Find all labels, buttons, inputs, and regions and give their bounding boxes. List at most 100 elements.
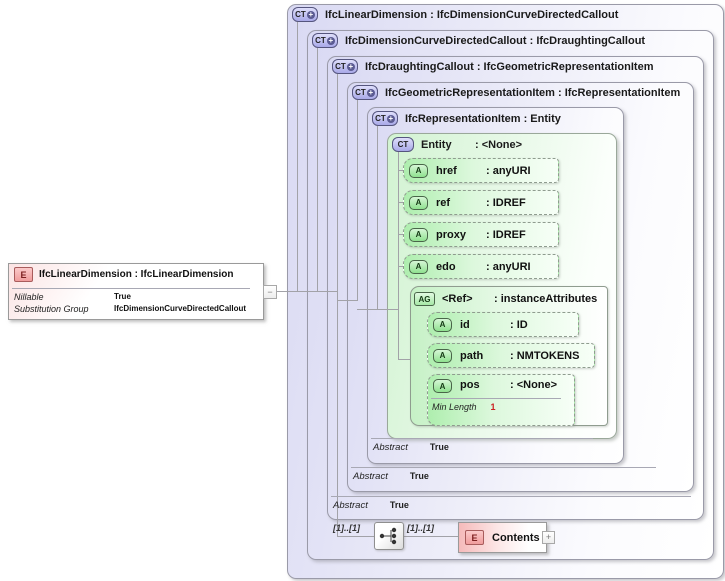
connector-line bbox=[402, 536, 458, 537]
complex-type-icon-label: CT bbox=[397, 140, 409, 149]
element-divider bbox=[12, 288, 250, 289]
attribute-href[interactable]: A href : anyURI bbox=[403, 158, 559, 183]
complex-type-icon[interactable]: CT bbox=[392, 137, 414, 152]
cardinality-label: [1]..[1] bbox=[407, 523, 434, 533]
entity-type: : <None> bbox=[475, 138, 523, 151]
attribute-edo[interactable]: A edo : anyURI bbox=[403, 254, 559, 279]
attribute-pos[interactable]: A pos : <None> bbox=[427, 374, 575, 426]
substitution-group-value: IfcDimensionCurveDirectedCallout bbox=[114, 304, 247, 313]
complex-type-icon[interactable]: CT+ bbox=[312, 33, 338, 48]
attribute-type: : <None> bbox=[510, 379, 558, 391]
connector-line bbox=[357, 309, 378, 310]
ct-header-IfcGeometricRepresentationItem[interactable]: CT+ IfcGeometricRepresentationItem : Ifc… bbox=[352, 85, 680, 100]
complex-type-icon-label: CT bbox=[375, 114, 386, 123]
abstract-label: Abstract bbox=[353, 471, 388, 482]
abstract-divider bbox=[371, 438, 593, 439]
abstract-divider bbox=[331, 496, 691, 497]
attribute-name: proxy bbox=[436, 228, 466, 241]
attribute-id[interactable]: A id : ID bbox=[427, 312, 579, 337]
attribute-ref[interactable]: A ref : IDREF bbox=[403, 190, 559, 215]
abstract-row-IfcRepresentationItem: Abstract True bbox=[373, 442, 449, 453]
attribute-icon: A bbox=[433, 379, 452, 393]
attribute-name: pos bbox=[460, 379, 480, 391]
element-name: Contents bbox=[492, 531, 540, 544]
connector-line bbox=[398, 202, 404, 203]
attribute-type: : NMTOKENS bbox=[510, 349, 580, 362]
nillable-row: Nillable True bbox=[14, 292, 131, 302]
facet-value: 1 bbox=[490, 402, 496, 412]
attribute-type: : ID bbox=[510, 318, 528, 331]
ct-header-IfcDraughtingCallout[interactable]: CT+ IfcDraughtingCallout : IfcGeometricR… bbox=[332, 59, 653, 74]
connector-line bbox=[337, 536, 374, 537]
facet-row: Min Length 1 bbox=[432, 402, 496, 412]
attribute-path[interactable]: A path : NMTOKENS bbox=[427, 343, 595, 368]
complex-type-icon-label: CT bbox=[355, 88, 366, 97]
sequence-icon bbox=[379, 527, 397, 545]
nillable-value: True bbox=[114, 292, 131, 301]
expand-plus-icon[interactable]: + bbox=[326, 35, 335, 45]
ct-header-IfcDimensionCurveDirectedCallout[interactable]: CT+ IfcDimensionCurveDirectedCallout : I… bbox=[312, 33, 645, 48]
element-title: IfcLinearDimension : IfcLinearDimension bbox=[39, 269, 234, 280]
ct-title: IfcGeometricRepresentationItem : IfcRepr… bbox=[385, 86, 681, 99]
attribute-proxy[interactable]: A proxy : IDREF bbox=[403, 222, 559, 247]
complex-type-icon[interactable]: CT+ bbox=[352, 85, 378, 100]
attribute-icon: A bbox=[409, 227, 428, 242]
expand-plus-icon[interactable]: + bbox=[366, 87, 375, 97]
facet-label: Min Length bbox=[432, 402, 477, 412]
element-title-row[interactable]: E IfcLinearDimension : IfcLinearDimensio… bbox=[14, 267, 233, 282]
complex-type-icon[interactable]: CT+ bbox=[292, 7, 318, 22]
connector-line bbox=[262, 291, 337, 292]
attribute-type: : IDREF bbox=[486, 228, 526, 241]
connector-line bbox=[398, 170, 404, 171]
expand-toggle[interactable]: + bbox=[542, 531, 555, 544]
connector-line bbox=[398, 152, 399, 360]
cardinality-label: [1]..[1] bbox=[333, 523, 360, 533]
abstract-value: True bbox=[409, 471, 429, 481]
complex-type-icon-label: CT bbox=[295, 10, 306, 19]
ct-header-IfcLinearDimension[interactable]: CT+ IfcLinearDimension : IfcDimensionCur… bbox=[292, 7, 618, 22]
ct-title: IfcDimensionCurveDirectedCallout : IfcDr… bbox=[345, 34, 646, 47]
element-icon: E bbox=[465, 530, 484, 545]
ct-title: IfcLinearDimension : IfcDimensionCurveDi… bbox=[325, 8, 619, 21]
ct-header-IfcRepresentationItem[interactable]: CT+ IfcRepresentationItem : Entity bbox=[372, 111, 561, 126]
connector-line bbox=[297, 22, 298, 292]
expand-plus-icon[interactable]: + bbox=[306, 9, 315, 19]
entity-header[interactable]: CT Entity : <None> bbox=[392, 137, 522, 152]
collapse-toggle[interactable]: − bbox=[263, 285, 277, 299]
attribute-type: : anyURI bbox=[486, 260, 531, 273]
attribute-type: : IDREF bbox=[486, 196, 526, 209]
connector-line bbox=[398, 234, 404, 235]
sequence-compositor[interactable] bbox=[374, 522, 404, 550]
expand-plus-icon[interactable]: + bbox=[346, 61, 355, 71]
abstract-label: Abstract bbox=[333, 500, 368, 511]
attribute-group-icon: AG bbox=[414, 292, 435, 306]
connector-line bbox=[337, 74, 338, 537]
entity-name: Entity bbox=[421, 138, 452, 151]
attribute-group-header[interactable]: AG <Ref> : instanceAttributes bbox=[414, 292, 597, 306]
connector-line bbox=[317, 48, 318, 292]
abstract-value: True bbox=[429, 442, 449, 452]
attribute-group-type: : instanceAttributes bbox=[494, 293, 598, 305]
connector-line bbox=[377, 126, 378, 310]
facet-divider bbox=[431, 398, 561, 399]
abstract-value: True bbox=[389, 500, 409, 510]
complex-type-icon[interactable]: CT+ bbox=[372, 111, 398, 126]
attribute-icon: A bbox=[409, 163, 428, 178]
abstract-divider bbox=[351, 467, 656, 468]
attribute-name: path bbox=[460, 349, 484, 362]
element-icon: E bbox=[14, 267, 33, 282]
connector-line bbox=[398, 266, 404, 267]
attribute-name: href bbox=[436, 164, 457, 177]
attribute-name: ref bbox=[436, 196, 451, 209]
element-Contents[interactable]: E Contents bbox=[458, 522, 547, 553]
complex-type-icon[interactable]: CT+ bbox=[332, 59, 358, 74]
attribute-icon: A bbox=[433, 317, 452, 332]
nillable-label: Nillable bbox=[14, 292, 44, 302]
attribute-icon: A bbox=[409, 195, 428, 210]
attribute-icon: A bbox=[433, 348, 452, 363]
abstract-row-IfcGeometricRepresentationItem: Abstract True bbox=[353, 471, 429, 482]
connector-line bbox=[337, 300, 357, 301]
attribute-icon: A bbox=[409, 259, 428, 274]
expand-plus-icon[interactable]: + bbox=[386, 113, 395, 123]
